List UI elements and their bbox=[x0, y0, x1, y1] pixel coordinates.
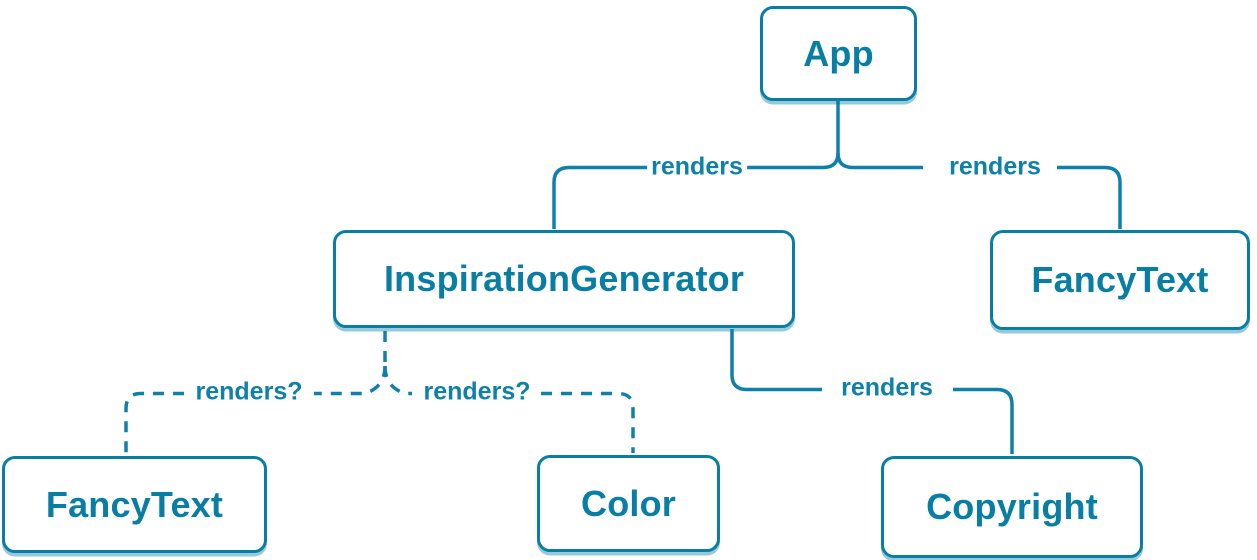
node-copyright: Copyright bbox=[881, 456, 1143, 558]
edge-inspirationgenerator-to-color-dashed-line bbox=[383, 365, 635, 453]
edge-label-app-inspirationgenerator: renders bbox=[647, 154, 747, 180]
node-inspiration-generator-label: InspirationGenerator bbox=[383, 258, 745, 299]
node-color-label: Color bbox=[581, 482, 676, 524]
node-app-label: App bbox=[803, 32, 874, 74]
edge-app-to-fancytext-line bbox=[836, 152, 1122, 229]
node-fancy-text-bottom: FancyText bbox=[2, 456, 267, 553]
node-fancy-text-bottom-label: FancyText bbox=[45, 483, 224, 525]
node-inspiration-generator: InspirationGenerator bbox=[333, 230, 795, 328]
node-color: Color bbox=[537, 455, 720, 552]
edge-label-app-fancytext: renders bbox=[945, 154, 1045, 180]
edge-label-inspirationgenerator-fancytext: renders? bbox=[191, 379, 307, 405]
edge-label-inspirationgenerator-copyright: renders bbox=[837, 375, 937, 401]
node-fancy-text-top: FancyText bbox=[990, 230, 1250, 330]
node-app: App bbox=[760, 6, 917, 101]
node-fancy-text-top-label: FancyText bbox=[1031, 259, 1209, 300]
edge-inspirationgenerator-to-copyright-line bbox=[730, 329, 1014, 454]
edge-label-inspirationgenerator-color: renders? bbox=[419, 379, 535, 405]
node-copyright-label: Copyright bbox=[926, 486, 1098, 527]
